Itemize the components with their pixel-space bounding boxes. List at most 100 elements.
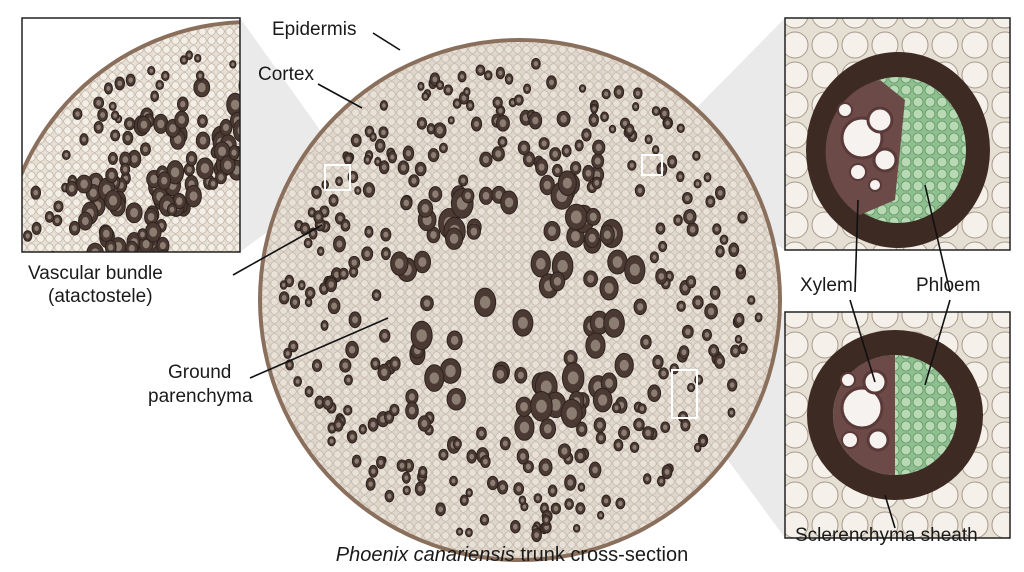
vascular-bundle-core — [423, 299, 431, 308]
vascular-bundle-core — [462, 497, 467, 503]
vascular-bundle-core — [405, 150, 412, 157]
vascular-bundle-core — [564, 148, 569, 154]
vascular-bundle-core — [381, 368, 388, 377]
vascular-bundle-core — [149, 68, 154, 73]
vascular-bundle-core — [106, 86, 111, 91]
vascular-bundle-core — [366, 186, 372, 194]
vascular-bundle-core — [479, 295, 491, 309]
vascular-bundle-core — [553, 505, 559, 512]
vascular-bundle-core — [460, 74, 465, 80]
vascular-bundle-core — [125, 135, 131, 142]
vascular-bundle-core — [594, 317, 605, 329]
vascular-bundle-core — [430, 151, 437, 159]
vascular-bundle-core — [731, 246, 737, 253]
vascular-bundle-core — [604, 91, 609, 97]
vascular-bundle-core — [645, 476, 650, 482]
vascular-bundle-core — [465, 89, 469, 94]
vascular-bundle-core — [56, 203, 61, 210]
label-ground: Ground — [168, 362, 232, 383]
vascular-bundle-core — [441, 452, 446, 458]
vascular-bundle-core — [595, 143, 602, 152]
vascular-bundle-core — [567, 479, 574, 486]
vascular-bundle — [86, 242, 104, 252]
vascular-bundle-core — [619, 359, 629, 371]
vascular-bundle-core — [658, 225, 663, 232]
vascular-bundle-core — [354, 458, 359, 464]
vascular-bundle-core — [495, 190, 503, 200]
vascular-bundle-core — [430, 231, 437, 239]
vascular-bundle-core — [669, 159, 675, 165]
vascular-bundle-core — [231, 149, 237, 156]
vascular-bundle-core — [616, 89, 622, 95]
vascular-bundle-core — [438, 82, 442, 88]
vascular-bundle-core — [373, 360, 378, 367]
vascular-bundle-core — [658, 273, 665, 280]
vascular-bundle-core — [108, 195, 118, 206]
vascular-bundle-core — [500, 139, 505, 145]
vascular-bundle-core — [543, 424, 552, 434]
vascular-bundle-core — [342, 362, 349, 369]
vascular-bundle-core — [103, 229, 110, 238]
vascular-bundle-core — [142, 239, 150, 249]
vascular-bundle-core — [186, 166, 192, 173]
vascular-bundle-core — [695, 299, 701, 306]
vascular-bundle-core — [113, 113, 117, 118]
inset-bundle-detail-top — [784, 17, 1011, 251]
vascular-bundle-core — [449, 118, 453, 123]
leader-lines — [232, 32, 951, 529]
vascular-bundle-core — [482, 458, 488, 465]
vascular-bundle-core — [421, 419, 428, 428]
vascular-bundle-core — [370, 421, 376, 428]
vascular-bundle-core — [700, 438, 705, 444]
vascular-bundle-core — [592, 106, 596, 111]
vascular-bundle-core — [705, 175, 710, 180]
vascular-bundle-core — [458, 529, 462, 534]
vascular-bundle-core — [637, 187, 643, 194]
vascular-bundle-core — [281, 294, 287, 301]
vascular-bundle-core — [589, 212, 597, 222]
vascular-bundle-core — [575, 526, 579, 531]
vascular-bundle-core — [218, 174, 224, 181]
vascular-bundle-core — [163, 73, 168, 79]
vascular-bundle-core — [188, 155, 195, 162]
vascular-bundle-core — [174, 135, 182, 144]
vascular-bundle-core — [654, 147, 658, 152]
vascular-bundle-core — [689, 385, 693, 390]
vascular-bundle-core — [516, 485, 522, 492]
vascular-bundle-core — [711, 347, 717, 354]
vascular-bundle-core — [645, 429, 651, 437]
vascular-bundle-core — [381, 129, 386, 136]
vascular-bundle-core — [423, 94, 428, 99]
vascular-bundle-core — [468, 103, 473, 108]
vascular-bundle-core — [532, 116, 539, 125]
vascular-bundle-core — [159, 242, 166, 250]
vascular-bundle-core — [580, 86, 585, 91]
vascular-bundle-core — [386, 414, 392, 420]
vascular-bundle-core — [47, 214, 52, 220]
vascular-bundle-core — [548, 226, 557, 236]
vascular-bundle-core — [100, 112, 106, 118]
vascular-bundle-core — [634, 104, 638, 109]
vascular-bundle-core — [411, 177, 417, 184]
vascular-bundle-core — [89, 188, 97, 198]
vascular-bundle-core — [383, 231, 389, 238]
vascular-bundle-core — [553, 277, 562, 286]
vascular-bundle-core — [96, 99, 102, 106]
vascular-bundle-core — [325, 399, 331, 406]
vascular-bundle-core — [740, 214, 745, 221]
vascular-bundle-core — [740, 345, 746, 352]
vascular-bundle-core — [604, 282, 614, 294]
inset-cortex-detail — [21, 17, 241, 253]
vascular-bundle-core — [662, 424, 668, 430]
vascular-bundle-core — [588, 233, 596, 243]
vascular-bundle-core — [122, 166, 128, 172]
vascular-bundle-core — [345, 407, 350, 413]
vascular-bundle-core — [108, 171, 115, 179]
vascular-bundle-core — [544, 524, 549, 530]
vascular-bundle-core — [408, 406, 416, 415]
vascular-bundle-core — [517, 371, 524, 379]
vascular-bundle-core — [616, 442, 621, 448]
vascular-bundle-core — [629, 263, 640, 276]
vascular-bundle-core — [722, 237, 726, 243]
vascular-bundle-core — [328, 281, 334, 288]
